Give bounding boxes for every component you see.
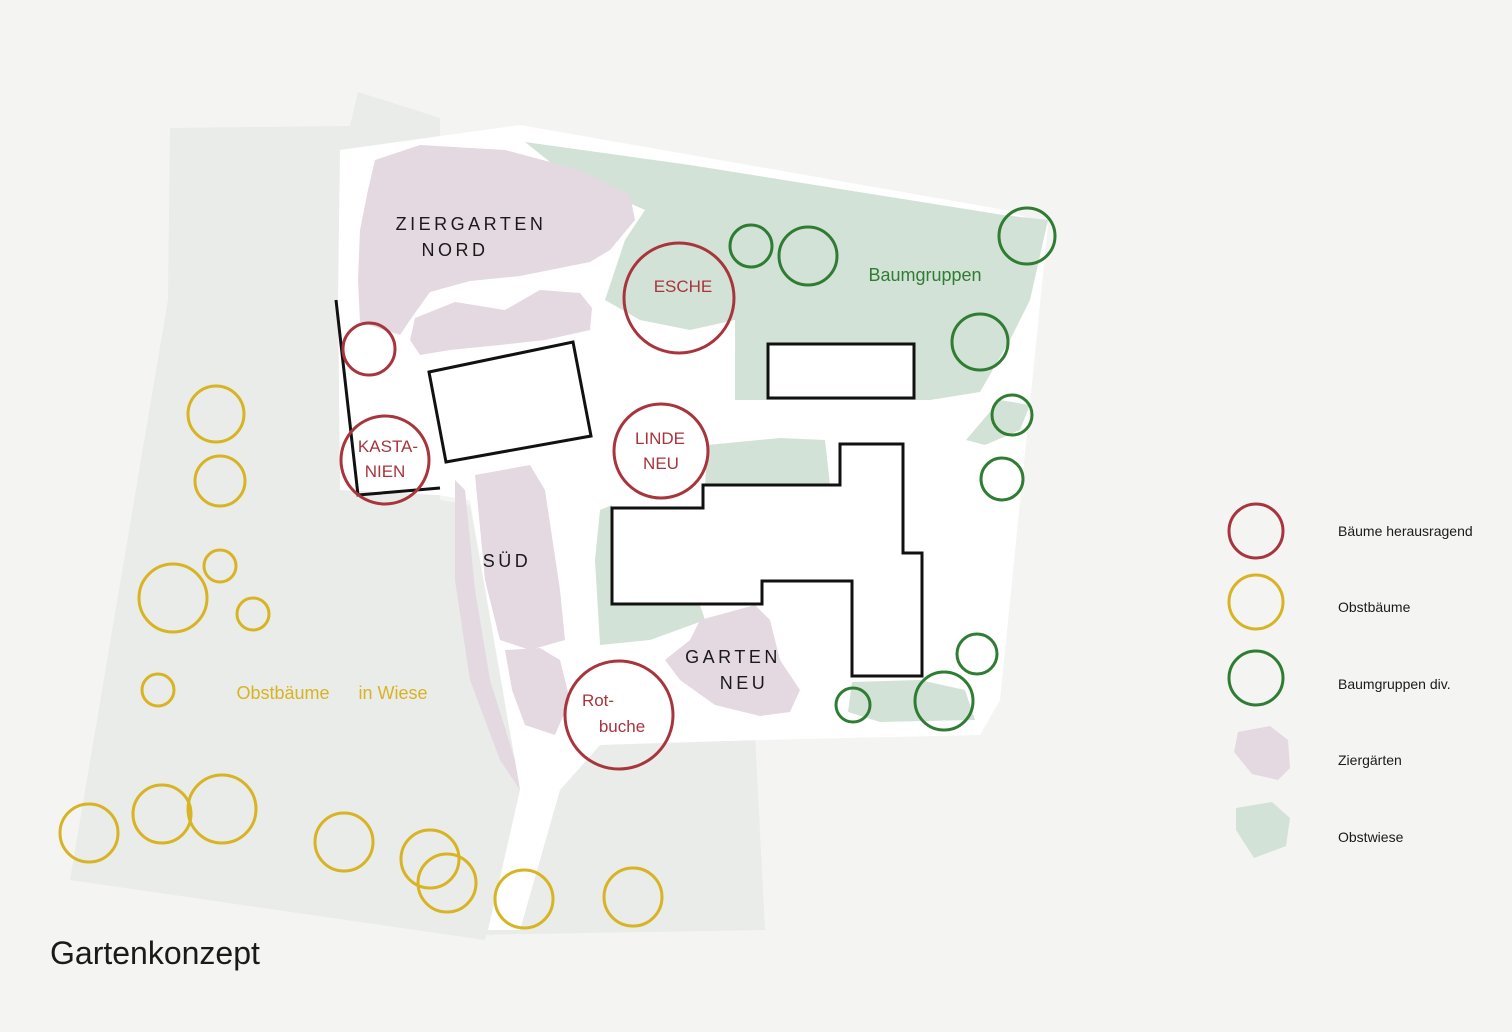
prominent-trees [339,241,736,771]
label-rotbuche-1: Rot- [582,691,614,710]
fruit-tree [140,672,176,708]
tree-group [834,686,872,724]
label-obstbaeume: Obstbäume [236,683,329,703]
legend-blob-green-icon [1236,802,1290,858]
area-labels: ZIERGARTEN NORD SÜD GARTEN NEU ESCHE KAS… [236,214,981,736]
building-north-east [766,342,916,400]
building-west [427,340,593,464]
label-garten-neu-2: NEU [720,673,769,693]
legend-blob-mauve-icon [1234,726,1290,780]
tree-groups [728,206,1057,732]
label-kastanien-2: NIEN [365,462,406,481]
fruit-tree [193,454,247,508]
orchard-meadows [525,142,1048,722]
fruit-tree [186,384,246,444]
tree-esche [622,241,736,355]
tree-group [955,632,999,676]
orchard-southeast [848,680,975,722]
fruit-tree [416,852,478,914]
ziergarten-sued-bottom [505,648,570,735]
label-linde-2: NEU [643,454,679,473]
legend-label: Bäume herausragend [1338,523,1473,539]
tree-group [979,456,1025,502]
page-title: Gartenkonzept [50,935,260,971]
legend-item-prominent-trees: Bäume herausragend [1227,502,1473,560]
label-linde-1: LINDE [635,429,685,448]
legend-item-tree-groups: Baumgruppen div. [1227,649,1451,707]
label-garten-neu-1: GARTEN [685,647,781,667]
main-building [610,442,924,678]
label-baumgruppen: Baumgruppen [868,265,981,285]
legend-label: Baumgruppen div. [1338,676,1451,692]
tree-rotbuche [563,659,675,771]
fruit-tree [131,783,193,845]
orchard-southwest [595,505,705,645]
fruit-tree [137,562,209,634]
tree-group [728,223,774,269]
ziergarten-sued-right [475,465,565,650]
label-ziergarten-nord-2: NORD [422,240,489,260]
ziergarten-nord-upper [358,145,635,335]
tree-group [777,225,839,287]
legend-label: Obstbäume [1338,599,1411,615]
fruit-tree [202,548,238,584]
tree-group [913,670,975,732]
fruit-tree [313,811,375,873]
label-kastanien-1: KASTA- [358,437,418,456]
label-ziergarten-nord-1: ZIERGARTEN [396,214,547,234]
fruit-tree [186,773,258,845]
ziergarten-sued-left [455,480,520,790]
fruit-trees [58,384,664,930]
legend-item-fruit-trees: Obstbäume [1227,573,1411,631]
fruit-tree [493,868,555,930]
fruit-tree [235,596,271,632]
orchard-north [525,142,1048,400]
fruit-tree [58,802,120,864]
legend-ring-red-icon [1227,502,1285,560]
tree-group [950,312,1010,372]
legend-item-orchard: Obstwiese [1236,802,1404,858]
label-in-wiese: in Wiese [358,683,427,703]
tree-kastanie-small [341,321,397,377]
garten-neu-area [665,605,800,716]
ornamental-gardens [358,145,800,790]
fruit-tree [399,828,461,890]
tree-linde-neu [612,402,710,500]
label-esche: ESCHE [654,277,713,296]
legend-ring-green-icon [1227,649,1285,707]
legend-label: Obstwiese [1338,829,1404,845]
legend-ring-yellow-icon [1227,573,1285,631]
label-rotbuche-2: buche [599,717,645,736]
buildings [427,340,924,678]
orchard-middle [705,438,830,488]
ziergarten-nord-lower [410,290,592,355]
label-sued: SÜD [483,551,532,571]
legend-label: Ziergärten [1338,752,1402,768]
tree-group [990,393,1034,437]
orchard-east-strip [966,400,1030,445]
tree-kastanien [339,414,431,506]
tree-group [997,206,1057,266]
fruit-tree [602,866,664,928]
legend-item-ornamental: Ziergärten [1234,726,1402,780]
legend: Bäume herausragend Obstbäume Baumgruppen… [1227,502,1473,858]
